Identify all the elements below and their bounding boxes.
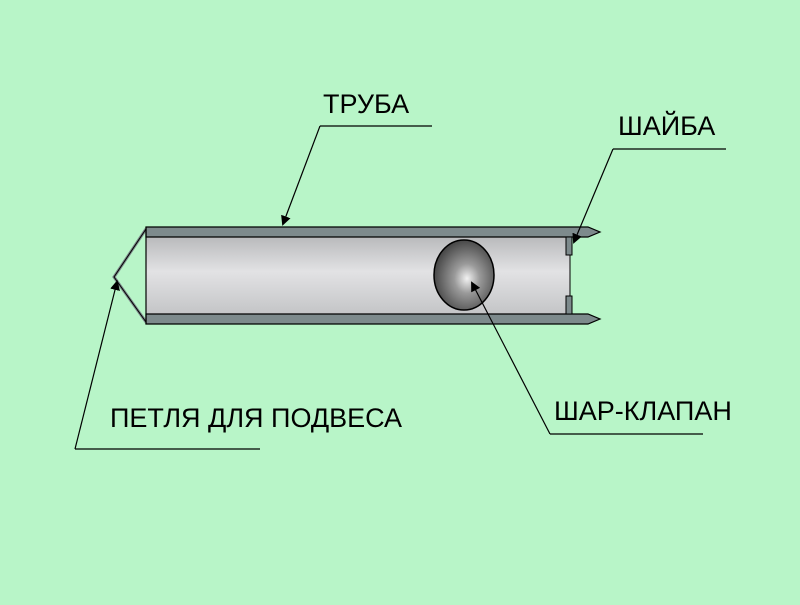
washer-bottom [565,295,573,315]
ball-valve-label: ШАР-КЛАПАН [554,396,732,426]
washer-top [565,236,573,256]
loop-leader-arrow [74,280,120,450]
pipe-interior [145,236,571,315]
washer-label: ШАЙБА [618,110,715,141]
hanging-loop-label: ПЕТЛЯ ДЛЯ ПОДВЕСА [110,403,402,433]
washer-leader-arrow [572,148,614,244]
ball-valve [433,239,495,311]
pipe-bottom-wall [145,313,602,325]
pipe-leader-arrow [281,125,321,226]
ball-leader-arrow [471,281,551,435]
hanging-loop [112,228,148,323]
pipe-label: ТРУБА [323,89,409,119]
pipe-top-wall [145,226,602,238]
